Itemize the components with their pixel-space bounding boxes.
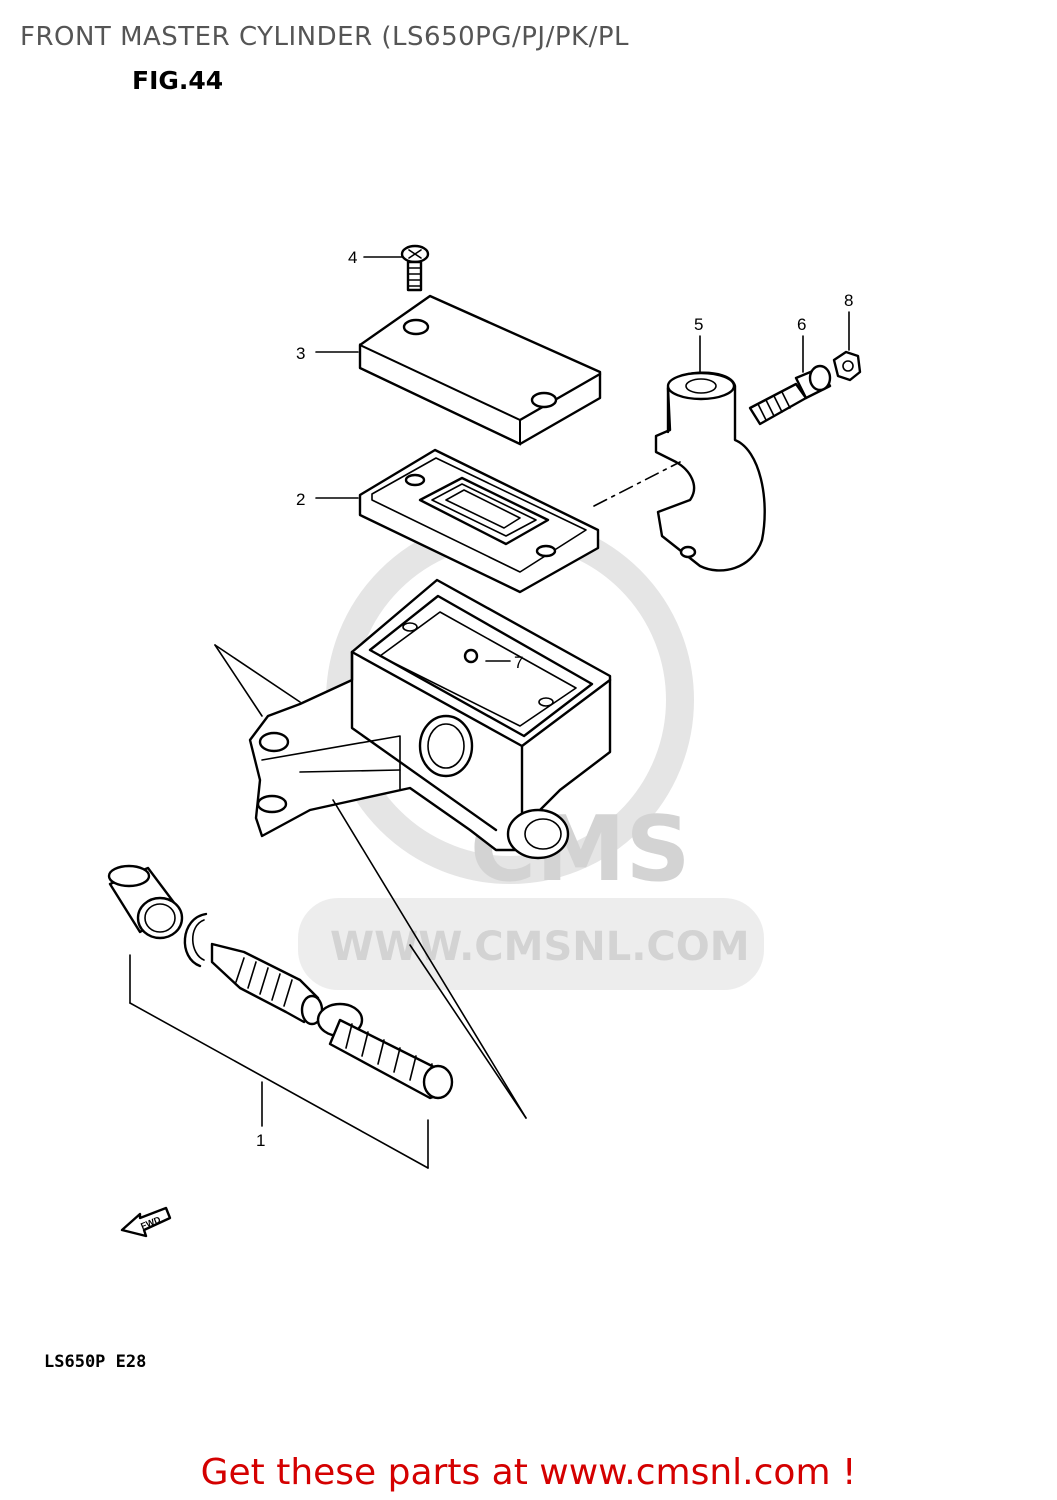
part-2-diaphragm: [358, 448, 600, 594]
part-4-screw: [400, 244, 430, 292]
bracket-part-1: [129, 799, 527, 1169]
callout-4: 4: [348, 248, 357, 267]
figure-number: FIG.44: [132, 66, 224, 95]
leader-body-2: [214, 644, 301, 703]
part-6-bolt: [748, 364, 832, 426]
page-title: FRONT MASTER CYLINDER (LS650PG/PJ/PK/PL: [20, 22, 630, 52]
leader-body-1: [214, 644, 263, 717]
callout-8: 8: [844, 291, 853, 310]
callout-1: 1: [256, 1131, 265, 1150]
fwd-arrow: FWD: [120, 1206, 172, 1238]
part-8-nut: [832, 350, 862, 382]
part-3-cover: [358, 294, 602, 446]
watermark-url: WWW.CMSNL.COM: [330, 924, 750, 970]
callout-6: 6: [797, 315, 806, 334]
part-1-piston-kit: [107, 864, 454, 1100]
clamp-centerline: [593, 461, 681, 507]
callout-3: 3: [296, 344, 305, 363]
buy-parts-link[interactable]: Get these parts at www.cmsnl.com !: [200, 1452, 857, 1493]
part-5-clamp: [654, 371, 766, 572]
callout-5: 5: [694, 315, 703, 334]
callout-7: 7: [514, 653, 523, 672]
part-1-body: [248, 578, 612, 860]
callout-2: 2: [296, 490, 305, 509]
model-code: LS650P E28: [44, 1352, 147, 1372]
